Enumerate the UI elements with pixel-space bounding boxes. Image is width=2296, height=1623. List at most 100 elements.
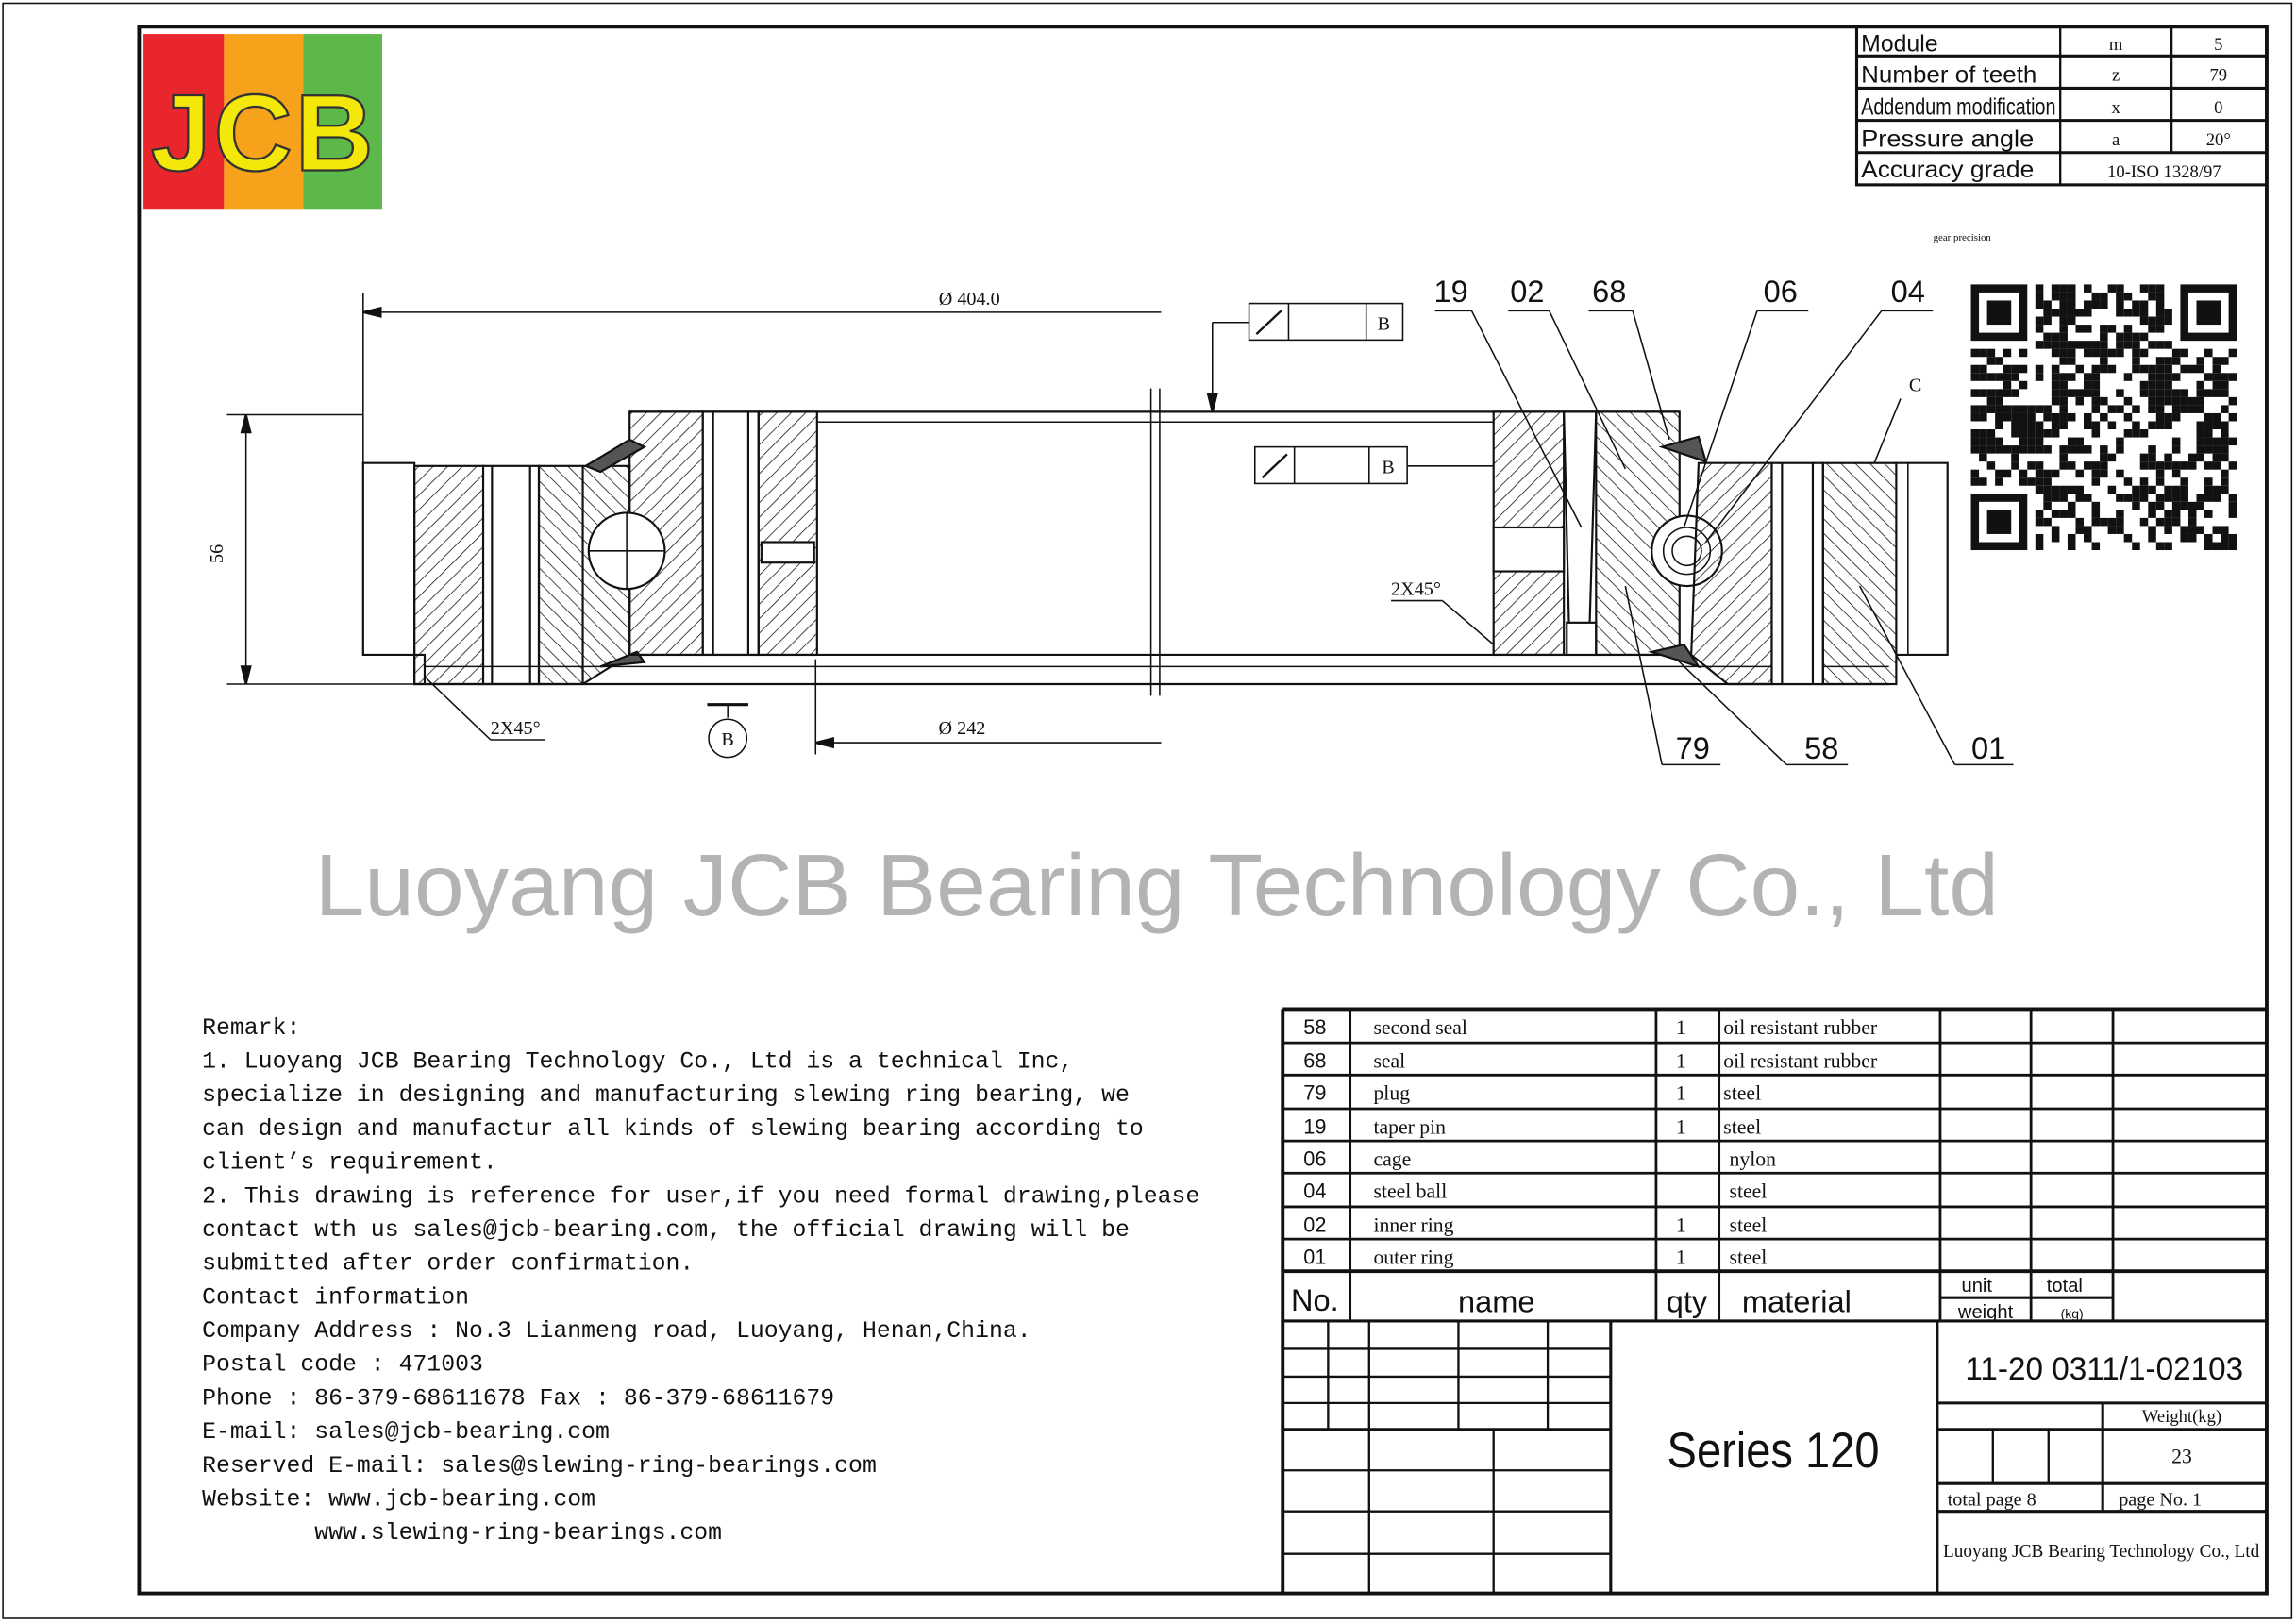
teeth-label: Number of teeth (1861, 62, 2036, 88)
part-material: nylon (1730, 1148, 1777, 1171)
remark-line: client’s requirement. (202, 1150, 497, 1177)
part-qty: 1 (1676, 1115, 1686, 1138)
teeth-symbol: z (2112, 66, 2120, 86)
remark-block: Remark:1. Luoyang JCB Bearing Technology… (202, 1015, 1199, 1547)
part-name: inner ring (1373, 1213, 1453, 1236)
bearing-cross-section (226, 293, 2014, 766)
remark-line: Reserved E-mail: sales@slewing-ring-bear… (202, 1453, 877, 1480)
part-material: steel (1730, 1180, 1768, 1203)
drawing-frame (137, 25, 2269, 1596)
callout-79: 79 (1676, 731, 1710, 765)
header-weight: weight (1957, 1302, 2014, 1323)
remark-line: Website: www.jcb-bearing.com (202, 1486, 595, 1513)
teeth-value: 79 (2209, 66, 2227, 86)
remark-line: Contact information (202, 1284, 469, 1311)
part-no: 06 (1303, 1147, 1326, 1171)
remark-line: Postal code : 471003 (202, 1352, 483, 1379)
company-name: Luoyang JCB Bearing Technology Co., Ltd (1943, 1541, 2259, 1562)
svg-text:JCB: JCB (151, 73, 377, 193)
addendum-value: 0 (2214, 98, 2222, 118)
part-qty: 1 (1676, 1213, 1686, 1236)
accuracy-label: Accuracy grade (1861, 158, 2034, 183)
part-material: steel (1723, 1115, 1761, 1138)
chamfer-right-label: 2X45° (1391, 578, 1441, 599)
remark-line: contact wth us sales@jcb-bearing.com, th… (202, 1217, 1130, 1244)
remark-line: specialize in designing and manufacturin… (202, 1082, 1130, 1109)
dimension-labels: Ø 404.0 Ø 242 56 2X45° 2X45° B B B C (207, 289, 1921, 750)
part-no: 68 (1303, 1049, 1326, 1073)
remark-line: Phone : 86-379-68611678 Fax : 86-379-686… (202, 1385, 834, 1412)
part-no: 02 (1303, 1213, 1326, 1236)
part-name: cage (1373, 1148, 1411, 1171)
remark-line: www.slewing-ring-bearings.com (202, 1520, 722, 1547)
remark-line: Company Address : No.3 Lianmeng road, Lu… (202, 1318, 1031, 1345)
parts-table-row: 06 cage nylon (1303, 1147, 1776, 1171)
part-material: oil resistant rubber (1723, 1016, 1878, 1039)
part-name: steel ball (1373, 1180, 1447, 1203)
remark-line: 1. Luoyang JCB Bearing Technology Co., L… (202, 1049, 1073, 1076)
part-name: plug (1373, 1082, 1410, 1105)
remark-line: E-mail: sales@jcb-bearing.com (202, 1419, 610, 1446)
module-label: Module (1861, 32, 1937, 58)
parts-table: 58 second seal 1 oil resistant rubber 68 seal… (1281, 1007, 2267, 1594)
series-title: Series 120 (1668, 1423, 1880, 1479)
part-no: 04 (1303, 1180, 1326, 1203)
parts-table-row: 04 steel ball steel (1303, 1180, 1767, 1203)
header-total: total (2047, 1276, 2083, 1297)
remark-line: submitted after order confirmation. (202, 1251, 694, 1278)
header-no: No. (1291, 1283, 1339, 1317)
pressure-symbol: a (2112, 130, 2120, 150)
callout-68: 68 (1592, 275, 1626, 309)
callout-06: 06 (1764, 275, 1798, 309)
surface-c-label: C (1909, 376, 1921, 396)
callout-01: 01 (1971, 731, 2005, 765)
addendum-symbol: x (2111, 98, 2120, 118)
inner-diameter-label: Ø 242 (939, 718, 986, 739)
page-number: page No. 1 (2119, 1489, 2202, 1510)
total-page: total page 8 (1948, 1489, 2036, 1510)
title-block: Series 120 11-20 0311/1-02103 Weight(kg)… (1282, 1319, 2267, 1594)
jcb-logo: JCB (143, 34, 382, 210)
callout-19: 19 (1434, 275, 1468, 309)
part-qty: 1 (1676, 1082, 1686, 1105)
pressure-angle-label: Pressure angle (1861, 127, 2034, 153)
part-material: steel (1730, 1213, 1768, 1236)
watermark: Luoyang JCB Bearing Technology Co., Ltd (315, 836, 1999, 934)
callout-04: 04 (1891, 275, 1925, 309)
datum-b-label: B (721, 729, 733, 750)
part-name: second seal (1373, 1016, 1467, 1039)
part-number: 11-20 0311/1-02103 (1965, 1351, 2243, 1387)
part-qty: 1 (1676, 1246, 1686, 1268)
height-label: 56 (207, 544, 227, 563)
gear-precision-note: gear precision (1934, 232, 1992, 243)
pressure-value: 20° (2206, 130, 2231, 150)
header-material: material (1742, 1285, 1852, 1319)
addendum-label: Addendum modification (1861, 94, 2055, 120)
header-unit: unit (1961, 1276, 1992, 1297)
module-symbol: m (2109, 35, 2123, 55)
part-material: steel (1730, 1246, 1768, 1268)
callout-02: 02 (1510, 275, 1544, 309)
qr-code[interactable] (1970, 284, 2237, 551)
datum-box-1-label: B (1378, 314, 1390, 335)
part-name: seal (1373, 1050, 1405, 1073)
weight-value: 23 (2171, 1445, 2192, 1467)
part-no: 01 (1303, 1245, 1326, 1268)
part-material: oil resistant rubber (1723, 1050, 1878, 1073)
accuracy-value: 10-ISO 1328/97 (2107, 162, 2221, 182)
header-kg: (kg) (2061, 1306, 2084, 1321)
part-callouts: 19 02 68 06 04 79 58 01 (1434, 275, 2006, 765)
outer-diameter-label: Ø 404.0 (939, 289, 1000, 310)
part-material: steel (1723, 1082, 1761, 1105)
part-no: 58 (1303, 1015, 1326, 1039)
chamfer-left-label: 2X45° (491, 718, 541, 739)
part-name: taper pin (1373, 1115, 1446, 1138)
callout-58: 58 (1804, 731, 1838, 765)
parts-table-row: 02 inner ring 1 steel (1303, 1213, 1767, 1236)
